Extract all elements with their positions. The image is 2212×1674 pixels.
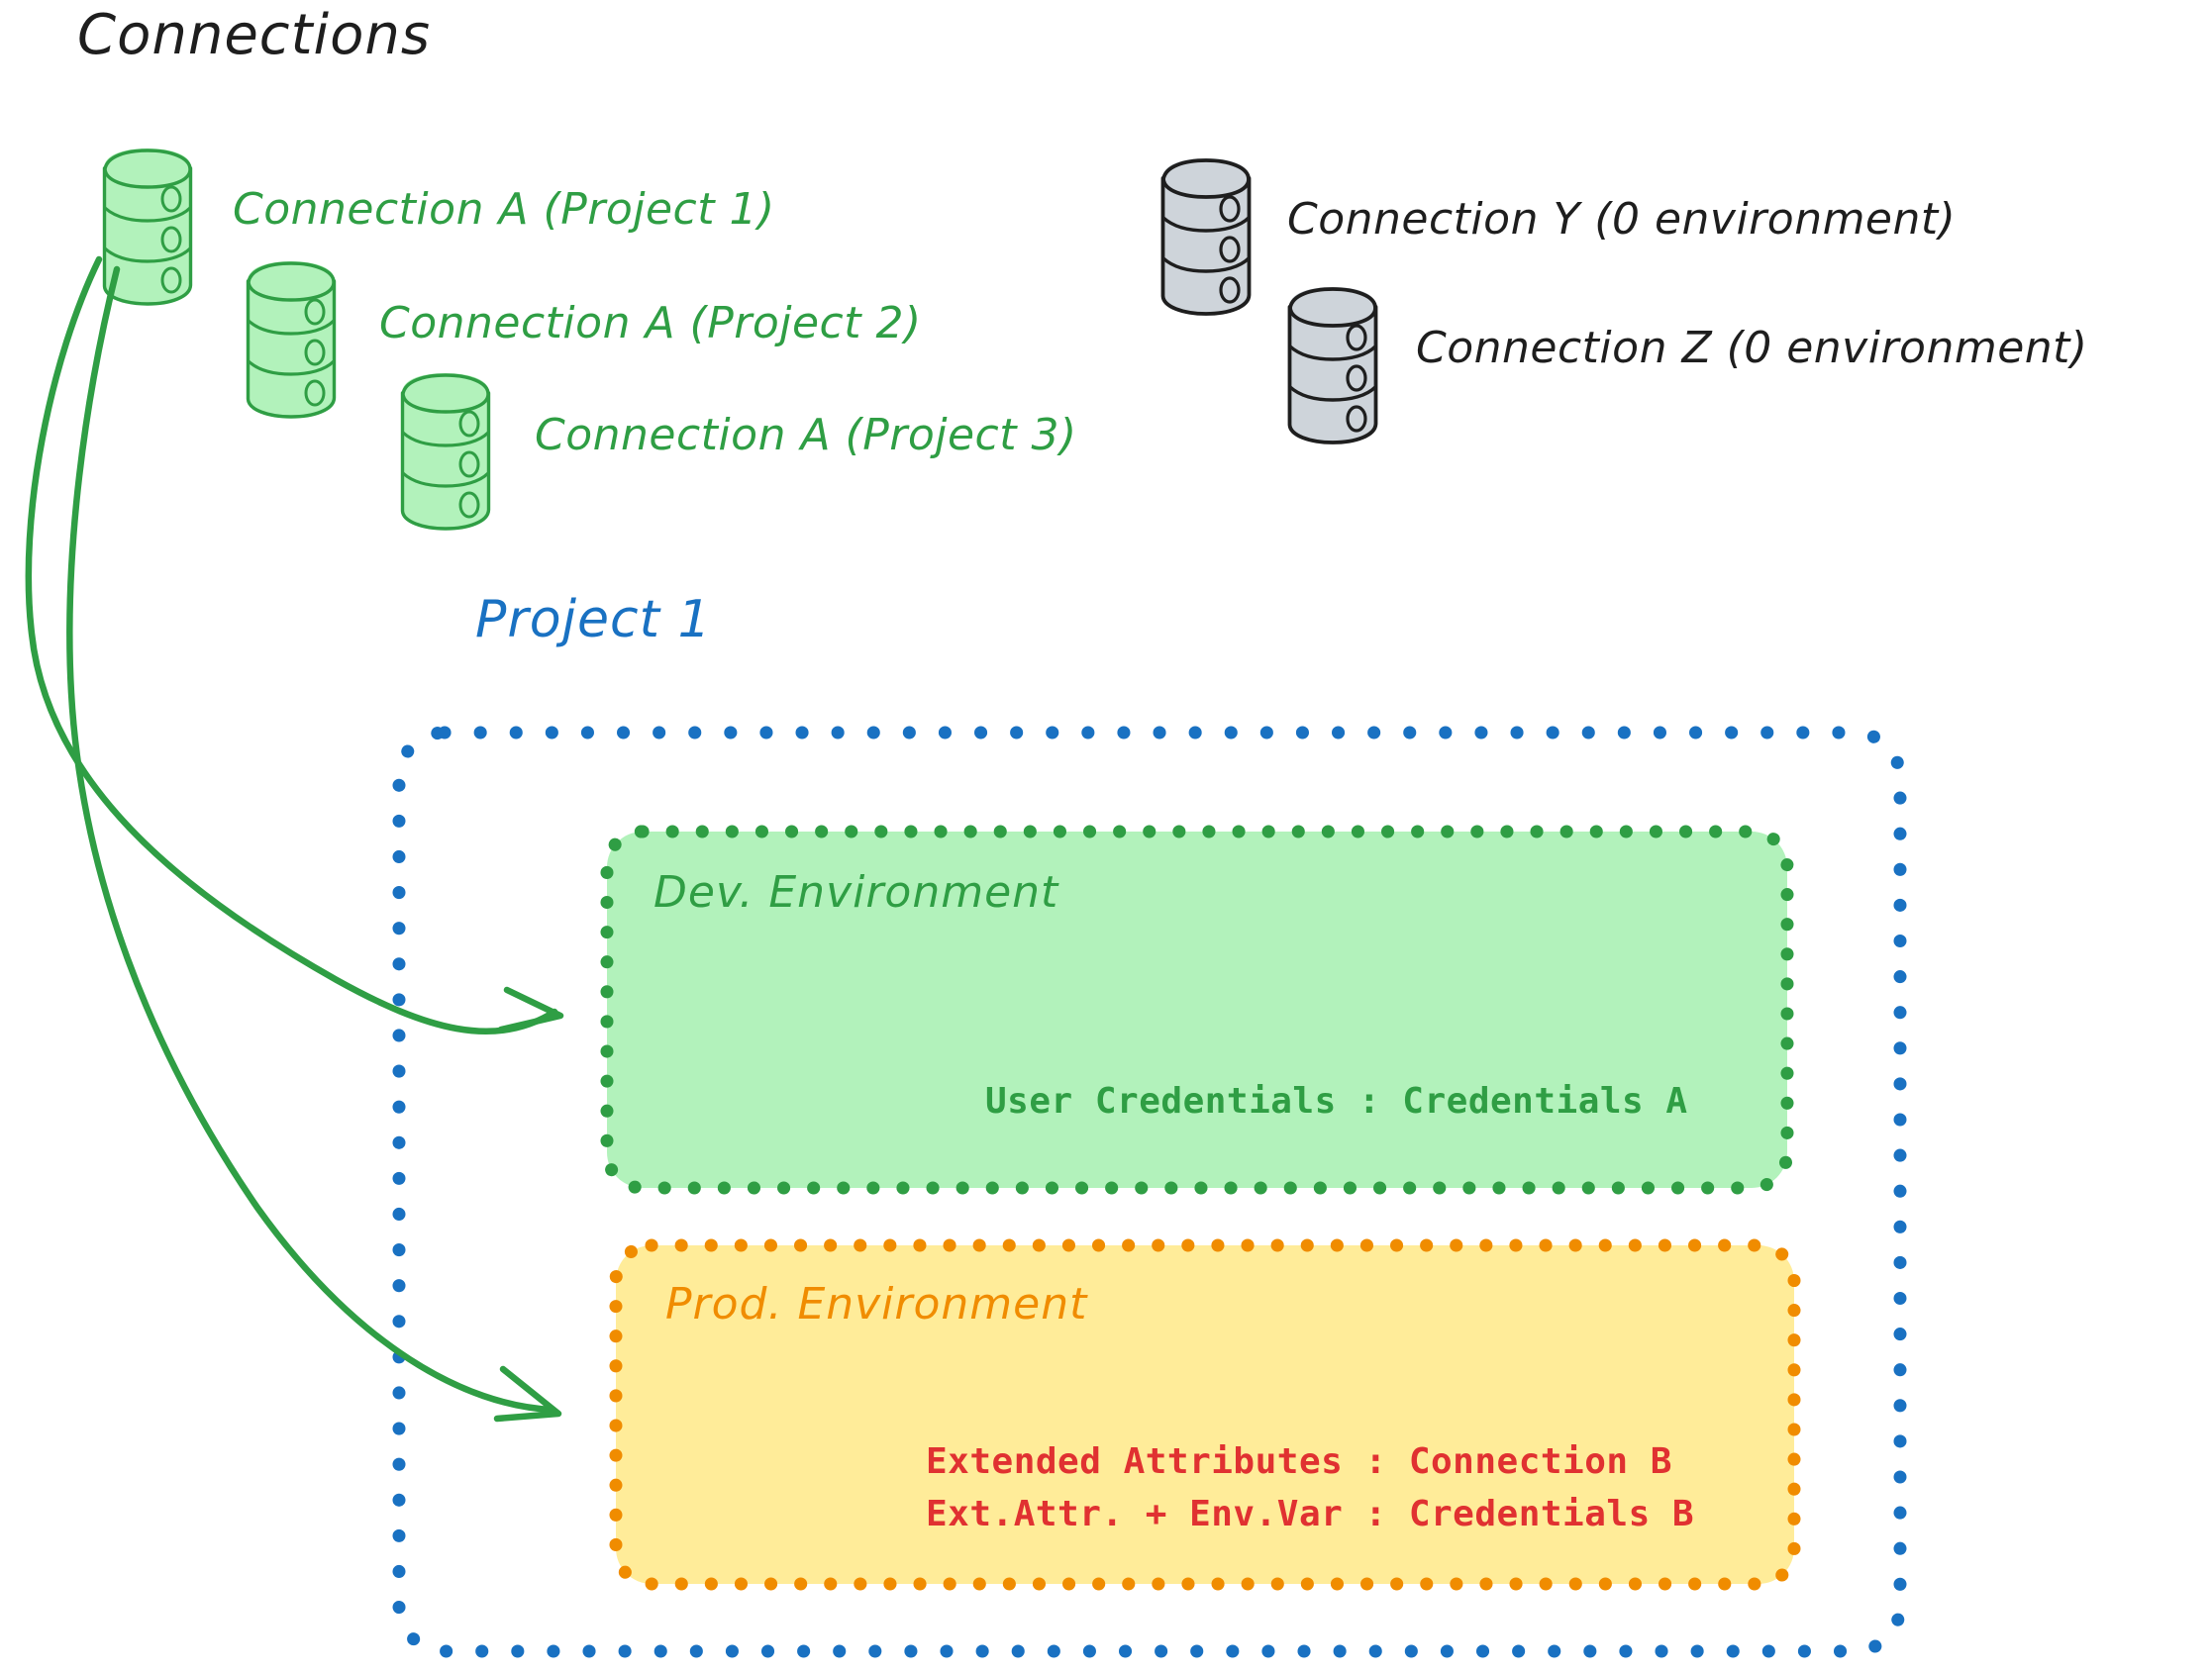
connection-label-a-project-1: Connection A (Project 1) xyxy=(233,184,775,235)
project-title: Project 1 xyxy=(475,590,712,649)
database-icon-connection-a-project-1 xyxy=(102,147,193,307)
database-icon-connection-a-project-3 xyxy=(400,371,491,532)
arrow-connection-a-to-prod xyxy=(66,265,562,1423)
database-icon-connection-y xyxy=(1160,156,1252,317)
connection-label-a-project-3: Connection A (Project 3) xyxy=(535,410,1077,460)
prod-environment-line-2: Ext.Attr. + Env.Var : Credentials B xyxy=(926,1494,1695,1534)
prod-environment-line-1: Extended Attributes : Connection B xyxy=(926,1441,1672,1482)
dev-environment-line-1: User Credentials : Credentials A xyxy=(985,1081,1688,1122)
page-title: Connections xyxy=(77,3,432,67)
connection-label-y: Connection Y (0 environment) xyxy=(1287,194,1957,245)
dev-environment-title: Dev. Environment xyxy=(654,867,1059,918)
database-icon-connection-a-project-2 xyxy=(246,259,337,420)
prod-environment-title: Prod. Environment xyxy=(665,1279,1088,1329)
database-icon-connection-z xyxy=(1287,285,1378,445)
connection-label-a-project-2: Connection A (Project 2) xyxy=(379,298,922,348)
connection-label-z: Connection Z (0 environment) xyxy=(1416,323,2088,373)
